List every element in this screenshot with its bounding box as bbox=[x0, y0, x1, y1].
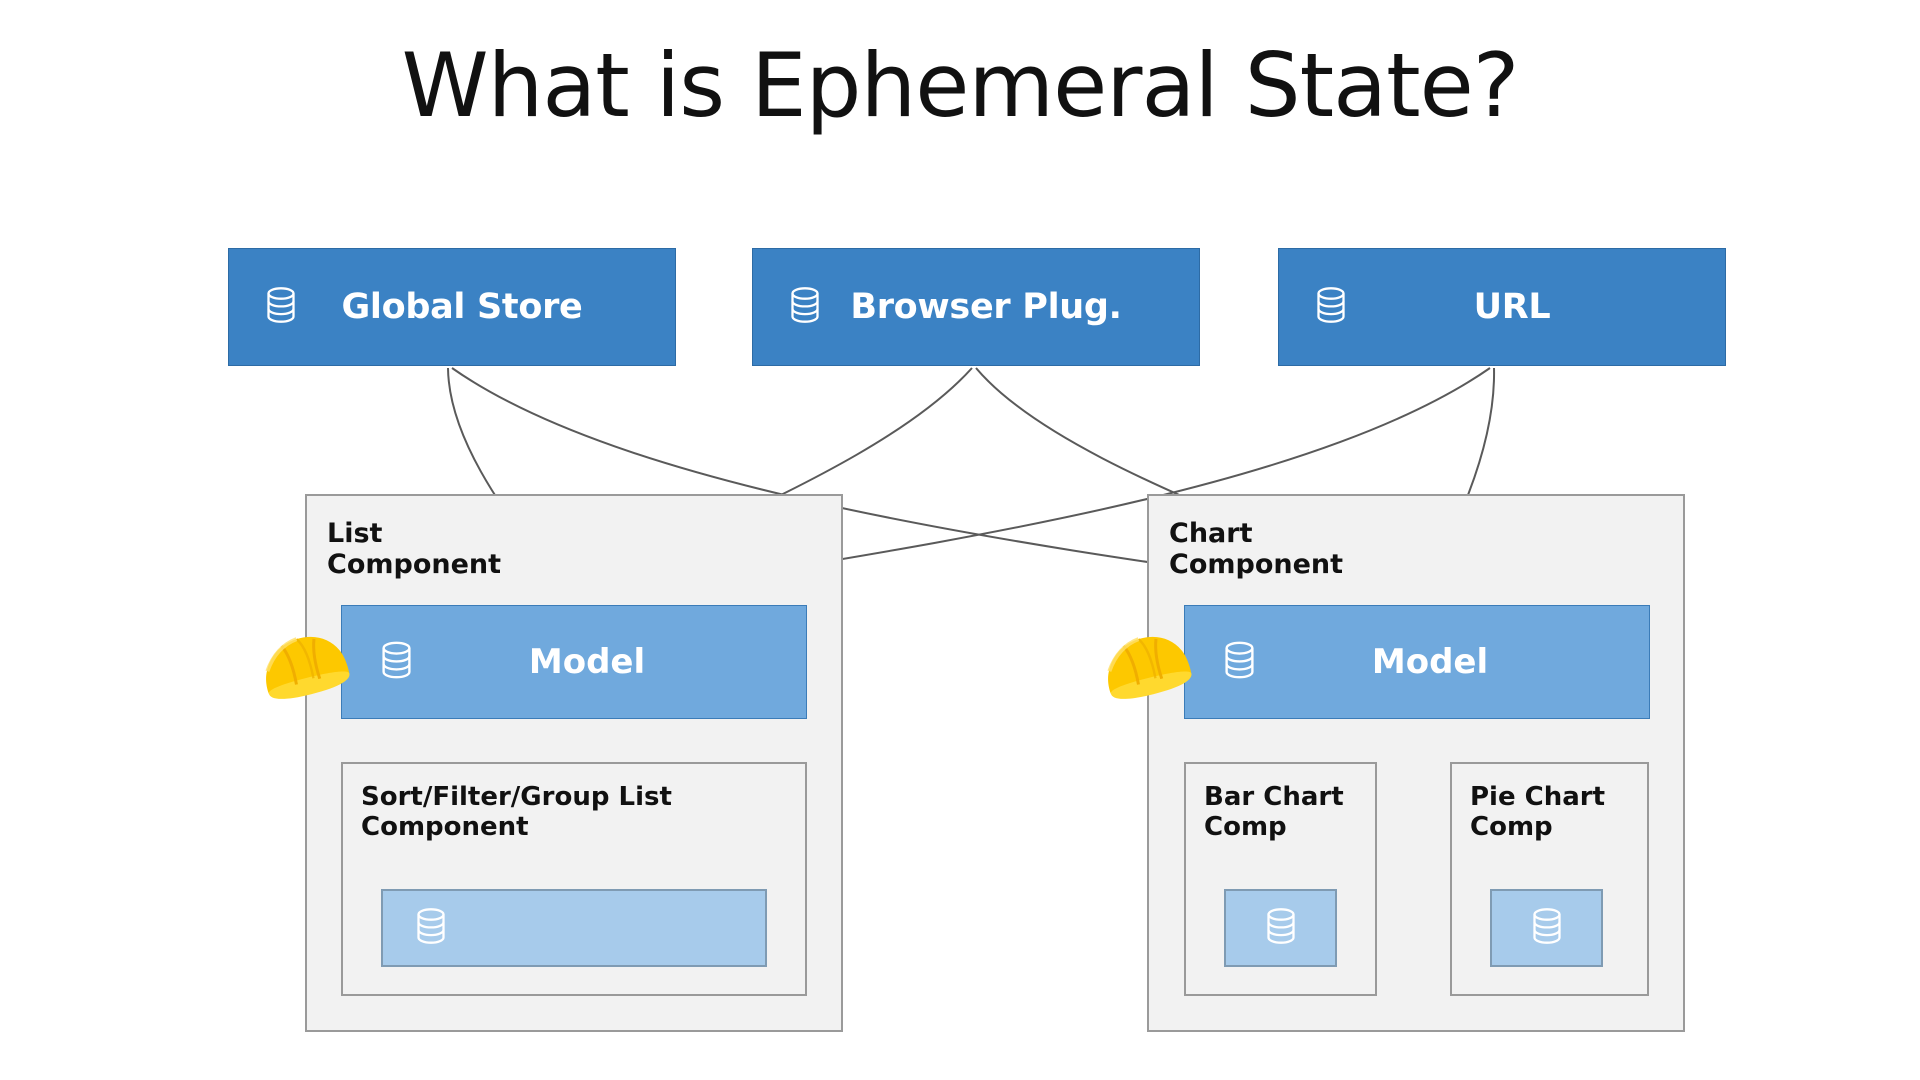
sub-panel-title: Sort/Filter/Group List Component bbox=[361, 782, 672, 843]
component-panel-title: List Component bbox=[327, 518, 502, 581]
sub-panel-pie-chart[interactable]: Pie Chart Comp bbox=[1450, 762, 1649, 996]
db-chip-bar-chart[interactable] bbox=[1224, 889, 1337, 967]
source-box-label: URL bbox=[1473, 287, 1551, 327]
component-panel-title: Chart Component bbox=[1169, 518, 1344, 581]
model-box-label: Model bbox=[528, 642, 646, 682]
database-icon bbox=[380, 640, 413, 684]
sub-panel-sort-filter-group[interactable]: Sort/Filter/Group List Component bbox=[341, 762, 807, 996]
database-icon bbox=[415, 907, 447, 949]
model-box-label: Model bbox=[1371, 642, 1489, 682]
source-box-browser-plug[interactable]: Browser Plug. bbox=[752, 248, 1200, 366]
db-chip-sort-filter-group[interactable] bbox=[381, 889, 767, 967]
model-box-list[interactable]: Model bbox=[341, 605, 807, 719]
database-icon bbox=[1265, 907, 1297, 949]
source-box-label: Global Store bbox=[341, 287, 583, 327]
database-icon bbox=[789, 286, 821, 328]
sub-panel-bar-chart[interactable]: Bar Chart Comp bbox=[1184, 762, 1377, 996]
db-chip-pie-chart[interactable] bbox=[1490, 889, 1603, 967]
source-box-url[interactable]: URL bbox=[1278, 248, 1726, 366]
database-icon bbox=[1223, 640, 1256, 684]
sub-panel-title: Pie Chart Comp bbox=[1470, 782, 1606, 843]
sub-panel-title: Bar Chart Comp bbox=[1204, 782, 1344, 843]
model-box-chart[interactable]: Model bbox=[1184, 605, 1650, 719]
database-icon bbox=[265, 286, 297, 328]
database-icon bbox=[1315, 286, 1347, 328]
source-box-label: Browser Plug. bbox=[850, 287, 1122, 327]
database-icon bbox=[1531, 907, 1563, 949]
page-title: What is Ephemeral State? bbox=[401, 34, 1520, 137]
source-box-global-store[interactable]: Global Store bbox=[228, 248, 676, 366]
